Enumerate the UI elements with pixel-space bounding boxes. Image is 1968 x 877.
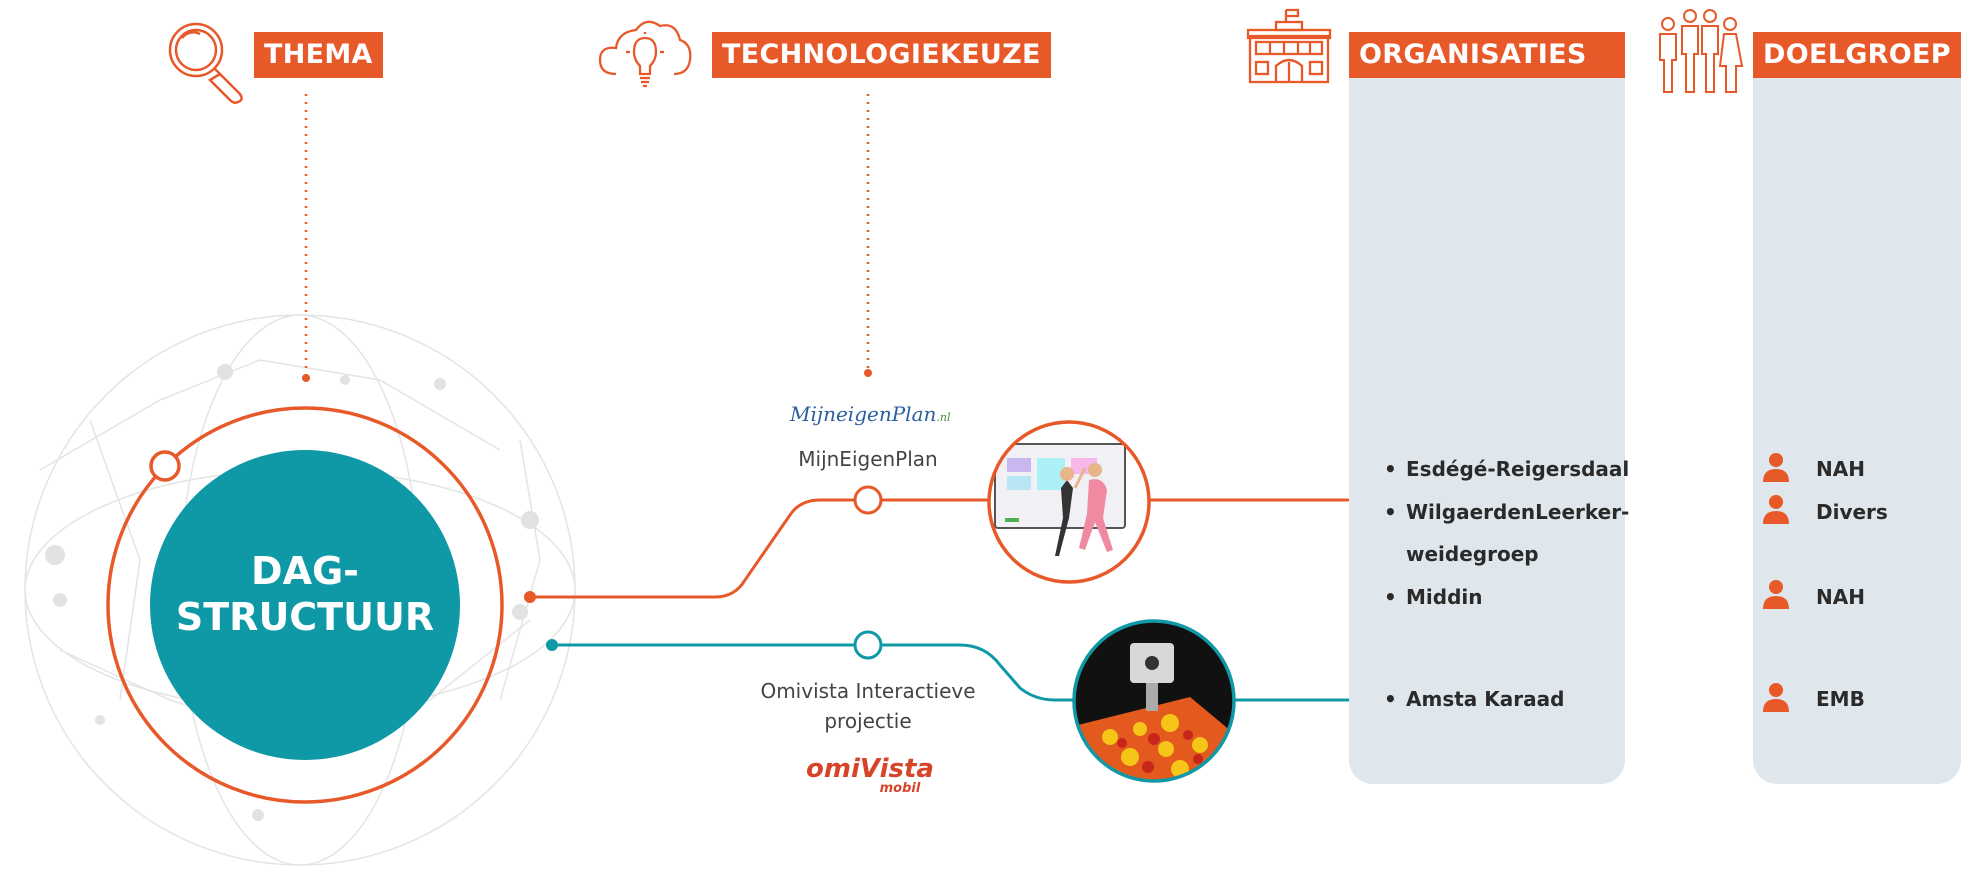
center-title-line2: STRUCTUUR [175,595,435,639]
doelgroep-item: Divers [1816,500,1888,524]
org-item-label: Esdégé-Reigersdaal [1406,457,1630,481]
building-icon [1246,8,1332,84]
center-circle [106,406,504,804]
doelgroep-panel [1753,78,1961,784]
magnifier-icon [168,22,243,104]
person-icon [1763,580,1789,609]
lightbulb-cloud-icon [598,20,692,88]
header-thema: THEMA [254,32,383,78]
org-item: •Middin [1384,585,1483,609]
mijneigenplan-logo-suffix: .nl [936,411,951,424]
mijneigenplan-label: MijnEigenPlan [798,447,938,471]
omivista-logo: omiVista mobil [790,756,950,796]
org-item-label: weidegroep [1406,542,1539,566]
mijneigenplan-illustration [987,420,1151,584]
doelgroep-item: NAH [1816,457,1865,481]
omivista-label-line1: Omivista Interactieve [760,679,976,703]
mijneigenplan-logo: MijneigenPlan.nl [790,402,950,426]
people-group-icon [1659,9,1744,93]
mijneigenplan-logo-text: MijneigenPlan [790,402,937,426]
center-title: DAG- STRUCTUUR [150,548,460,640]
org-item-label: WilgaerdenLeerker- [1406,500,1630,524]
doelgroep-item: EMB [1816,687,1865,711]
organisaties-panel [1349,78,1625,784]
org-item: •Esdégé-Reigersdaal [1384,457,1630,481]
omivista-label: Omivista Interactieve projectie [748,676,988,736]
org-item: •WilgaerdenLeerker- [1384,500,1630,524]
omivista-label-line2: projectie [824,709,912,733]
org-item-label: Middin [1406,585,1483,609]
header-technologiekeuze: TECHNOLOGIEKEUZE [712,32,1051,78]
omivista-logo-sub: mobil [879,781,921,796]
center-title-line1: DAG- [251,549,359,593]
org-item-continuation: weidegroep [1406,542,1539,566]
org-item: •Amsta Karaad [1384,687,1565,711]
header-organisaties: ORGANISATIES [1349,32,1625,78]
header-doelgroep: DOELGROEP [1753,32,1961,78]
person-icon [1763,495,1789,524]
omivista-photo [1072,619,1236,783]
doelgroep-item: NAH [1816,585,1865,609]
omivista-logo-text: omiVista [806,754,934,784]
person-icon [1763,453,1789,482]
org-item-label: Amsta Karaad [1406,687,1565,711]
person-icon [1763,683,1789,712]
